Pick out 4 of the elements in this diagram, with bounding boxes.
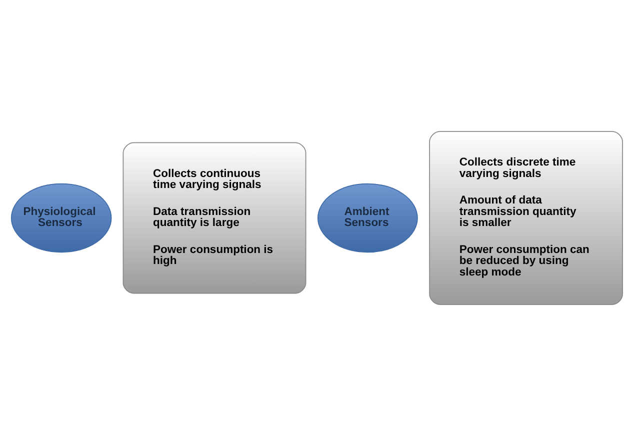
node-ellipse: Physiological Sensors	[10, 183, 112, 253]
node-box: Collects continuous time varying signals Data transmission quantity is large Power consumption is high	[122, 142, 306, 294]
node-box: Collects discrete time varying signals Amount of data transmission quantity is smaller Power consumption can be reduced by using sleep mode	[429, 131, 623, 305]
node-ellipse: Ambient Sensors	[317, 183, 418, 253]
